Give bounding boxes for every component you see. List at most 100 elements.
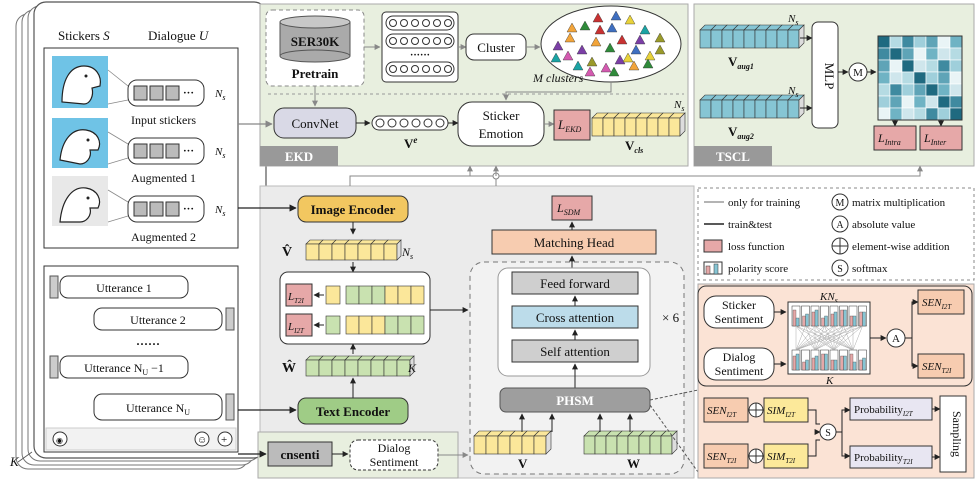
- self-attention: Self attention: [540, 344, 610, 359]
- voice-icon: [52, 431, 68, 447]
- vhat-label: V̂: [282, 243, 292, 260]
- similarity-matrix: [877, 35, 963, 127]
- sampling-box: Sampling: [950, 411, 964, 457]
- feed-forward: Feed forward: [540, 276, 610, 291]
- svg-text:Dialog: Dialog: [723, 350, 756, 364]
- svg-text:Ns: Ns: [401, 245, 413, 261]
- utterance-2: Utterance 2: [130, 313, 186, 327]
- stickers-header: Stickers S: [58, 28, 110, 43]
- loss-intra: LIntra: [877, 131, 901, 147]
- svg-text:Ns: Ns: [214, 204, 225, 218]
- svg-text:K: K: [825, 375, 834, 387]
- vcls-bar: [591, 112, 686, 137]
- mlp-box: MLP: [822, 63, 837, 90]
- legend-train-test: train&test: [728, 219, 772, 231]
- svg-text:Ns: Ns: [787, 85, 798, 99]
- svg-text:SIMI2T: SIMI2T: [767, 405, 796, 419]
- loss-t2t: LT2I: [287, 291, 305, 305]
- matching-head: Matching Head: [534, 235, 615, 250]
- loss-ekd: LEKD: [557, 117, 581, 134]
- legend-abs: absolute value: [852, 219, 915, 231]
- svg-text:KNs: KNs: [819, 291, 838, 305]
- utterance-ellipsis: ······: [136, 337, 160, 351]
- svg-text:SENT2I: SENT2I: [707, 451, 737, 465]
- sticker-row-label: Augmented 1: [131, 171, 196, 185]
- loss-sdm: LSDM: [556, 201, 581, 217]
- svg-text:S: S: [825, 428, 831, 439]
- tscl-tag: TSCL: [716, 149, 750, 164]
- legend-add: element-wise addition: [852, 241, 950, 253]
- left-panel: Stickers S Dialogue U ··· Ns Input stick…: [9, 1, 267, 470]
- svg-text:···: ···: [183, 87, 194, 99]
- loss-inter: LInter: [923, 131, 947, 147]
- svg-text:Ns: Ns: [214, 146, 225, 160]
- pretrain-label: Pretrain: [292, 66, 339, 81]
- matmul-m: M: [853, 67, 863, 79]
- svg-text:SENI2T: SENI2T: [707, 405, 737, 419]
- sen-t2i: SENT2I: [922, 361, 952, 375]
- utterance-1: Utterance 1: [96, 281, 152, 295]
- svg-text:Ns: Ns: [787, 13, 798, 27]
- prob-i2t: ProbabilityI2T: [854, 404, 914, 418]
- times-six: × 6: [662, 310, 680, 325]
- sticker-row-input: ··· Ns Input stickers: [52, 56, 225, 127]
- sticker-row-label: Input stickers: [131, 113, 196, 127]
- utterance-list: Utterance 1 Utterance 2 ······ Utterance…: [49, 275, 235, 421]
- sen-i2t: SENI2T: [922, 297, 952, 311]
- text-encoder: Text Encoder: [316, 404, 390, 419]
- svg-text:···: ···: [183, 203, 194, 215]
- transformer-block: LSDM Matching Head Feed forward Cross at…: [469, 195, 699, 475]
- sticker-row-augmented-1: ··· Ns Augmented 1: [52, 118, 225, 185]
- utterance-nu: Utterance NU: [126, 401, 190, 417]
- legend-loss: loss function: [728, 241, 785, 253]
- legend: only for training M matrix multiplicatio…: [697, 187, 975, 281]
- legend-polarity: polarity score: [728, 263, 788, 275]
- svg-text:+: +: [221, 434, 227, 446]
- svg-text:SIMT2I: SIMT2I: [767, 451, 796, 465]
- dataset-cylinder: SER30K: [279, 15, 351, 63]
- cluster-triangles: [550, 10, 666, 77]
- dialog-sentiment-line1: Dialog: [378, 441, 411, 455]
- image-encoder: Image Encoder: [311, 202, 396, 217]
- add-icon: [217, 431, 233, 447]
- legend-only-training: only for training: [728, 197, 801, 209]
- vaug2-label: Vaug2: [728, 124, 754, 141]
- cluster-box: Cluster: [477, 40, 515, 55]
- svg-text:Ns: Ns: [673, 99, 684, 113]
- v-label: V: [518, 456, 528, 471]
- legend-matmul: matrix multiplication: [852, 197, 946, 209]
- dataset-label: SER30K: [291, 34, 340, 49]
- svg-text:☺: ☺: [197, 435, 207, 446]
- chat-input-bar[interactable]: ◉ ☺ +: [45, 427, 237, 451]
- svg-text:······: ······: [410, 50, 430, 61]
- loss-t2i: LI2T: [287, 321, 305, 335]
- vcls-label: Vcls: [625, 138, 643, 155]
- what-label: Ŵ: [282, 359, 296, 376]
- feature-grid: ······: [381, 11, 459, 83]
- dialogue-header: Dialogue U: [148, 28, 210, 43]
- svg-text:Sentiment: Sentiment: [715, 364, 764, 378]
- dialog-sentiment-line2: Sentiment: [370, 455, 419, 469]
- svg-text:S: S: [837, 264, 843, 275]
- svg-text:A: A: [892, 333, 900, 345]
- stack-k-label: K: [9, 454, 20, 469]
- sticker-row-augmented-2: ··· Ns Augmented 2: [52, 176, 225, 244]
- ekd-tag: EKD: [285, 149, 313, 164]
- cnsenti-box: cnsenti: [281, 447, 320, 462]
- svg-text:A: A: [836, 220, 844, 231]
- phsm-box: PHSM: [556, 393, 594, 408]
- svg-text:◉: ◉: [56, 436, 63, 445]
- sticker-emotion-line2: Emotion: [479, 126, 524, 141]
- ve-label: Ve: [404, 135, 417, 151]
- sticker-row-label: Augmented 2: [131, 230, 196, 244]
- svg-text:Ns: Ns: [214, 88, 225, 102]
- emoji-icon: [194, 431, 210, 447]
- sticker-emotion-line1: Sticker: [483, 108, 520, 123]
- tscl-panel: TSCL Ns Vaug1 Ns Vaug2 MLP M LIntra LInt…: [693, 3, 975, 167]
- svg-text:Sentiment: Sentiment: [715, 312, 764, 326]
- svg-text:Sticker: Sticker: [722, 298, 756, 312]
- m-clusters-label: M clusters: [532, 71, 584, 85]
- svg-text:M: M: [836, 198, 845, 209]
- ekd-panel: EKD SER30K Pretrain ······ Cluster: [259, 3, 689, 167]
